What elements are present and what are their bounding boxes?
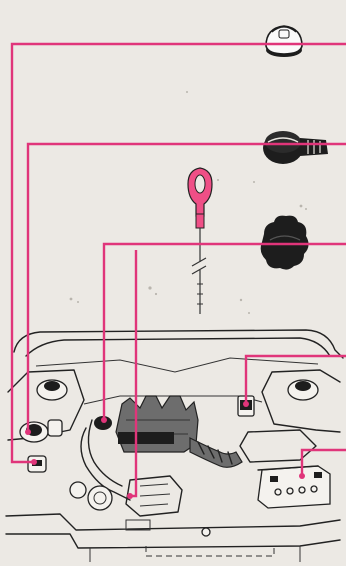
right-strut-top	[288, 380, 318, 400]
bonnet-edge	[14, 330, 343, 358]
bonnet-inner-edge	[26, 338, 330, 356]
battery-shape	[258, 466, 330, 508]
front-panel-mid	[6, 534, 340, 548]
coolant-cap-icon	[266, 26, 302, 57]
alternator	[70, 482, 112, 510]
right-inner-wing	[262, 370, 340, 432]
front-panel-top	[6, 514, 340, 530]
front-panel-legs	[90, 546, 300, 562]
oil-filler-cap-icon	[261, 216, 309, 270]
paper-texture	[70, 91, 307, 314]
left-strut-top	[37, 380, 67, 400]
dipstick-icon	[188, 168, 212, 314]
bonnet-crease	[36, 358, 318, 372]
engine-bay-illustration	[6, 330, 343, 562]
stay-clip	[202, 528, 210, 536]
leader-dipstick	[130, 250, 136, 496]
reservoir-cap-icon	[263, 131, 328, 164]
air-filter-box	[240, 430, 316, 462]
washer-reservoir-shape	[28, 456, 46, 472]
